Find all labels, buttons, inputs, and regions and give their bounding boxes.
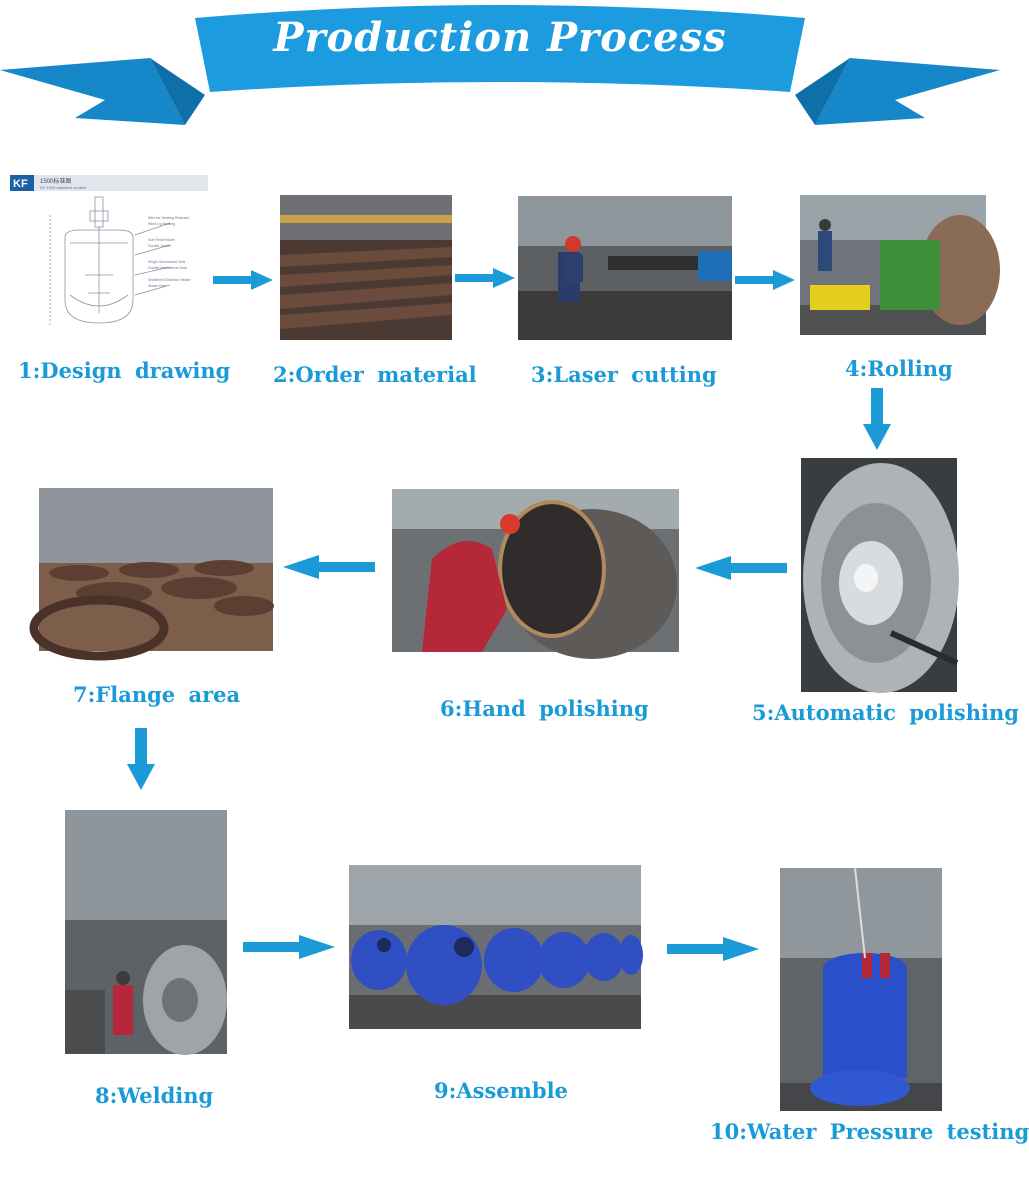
right-arrow-icon — [667, 937, 759, 961]
drawing-note: Wind Up Heating — [148, 222, 175, 226]
drawing-note: Steam Inlet — [148, 284, 166, 288]
drawing-subheading: KF-1500 standard models — [40, 185, 86, 190]
down-arrow-icon — [863, 388, 891, 450]
drawing-badge: KF — [13, 178, 28, 190]
step-caption: 4:Rolling — [845, 356, 953, 381]
welding-image — [65, 810, 227, 1055]
design-drawing-image: KF 1500标准图 KF-1500 standard models Wire … — [10, 175, 210, 335]
step-caption: 1:Design drawing — [18, 358, 231, 383]
pressure-testing-image — [780, 867, 942, 1111]
step-caption: 10:Water Pressure testing — [710, 1119, 1029, 1144]
drawing-note: Wire for Heating Restraint — [148, 216, 189, 220]
step-caption: 6:Hand polishing — [440, 696, 649, 721]
vessel-interior-image — [801, 458, 959, 693]
drawing-heading: 1500标准图 — [40, 177, 71, 185]
rolling-machine-image — [800, 195, 1000, 335]
steel-plates-image — [280, 195, 452, 340]
step-caption: 7:Flange area — [73, 682, 241, 707]
ribbon-shape — [0, 5, 1000, 125]
drawing-note: Soft Relief Mode — [148, 238, 175, 242]
right-arrow-icon — [213, 270, 273, 290]
technical-drawing: KF 1500标准图 KF-1500 standard models Wire … — [10, 175, 208, 325]
drawing-note: Sheathed Electrical Heater — [148, 278, 192, 282]
step-caption: 3:Laser cutting — [531, 362, 717, 387]
title-banner: Production Process — [0, 0, 1000, 135]
right-arrow-icon — [243, 935, 335, 959]
step-caption: 2:Order material — [273, 362, 477, 387]
right-arrow-icon — [735, 270, 795, 290]
laser-cutting-image — [518, 196, 732, 340]
flange-heads-image — [29, 488, 274, 661]
left-arrow-icon — [283, 555, 375, 579]
blue-reactors-image — [349, 865, 643, 1029]
right-arrow-icon — [455, 268, 515, 288]
step-caption: 8:Welding — [95, 1083, 214, 1108]
drawing-note: Double Mechanical Seal — [148, 266, 187, 270]
drawing-note: Double Jacket — [148, 244, 171, 248]
hand-polishing-image — [392, 489, 679, 659]
step-caption: 9:Assemble — [434, 1078, 568, 1103]
page-title: Production Process — [273, 14, 727, 61]
left-arrow-icon — [695, 556, 787, 580]
drawing-note: Single Mechanical Seal — [148, 260, 186, 264]
step-caption: 5:Automatic polishing — [752, 700, 1019, 725]
down-arrow-icon — [127, 728, 155, 790]
